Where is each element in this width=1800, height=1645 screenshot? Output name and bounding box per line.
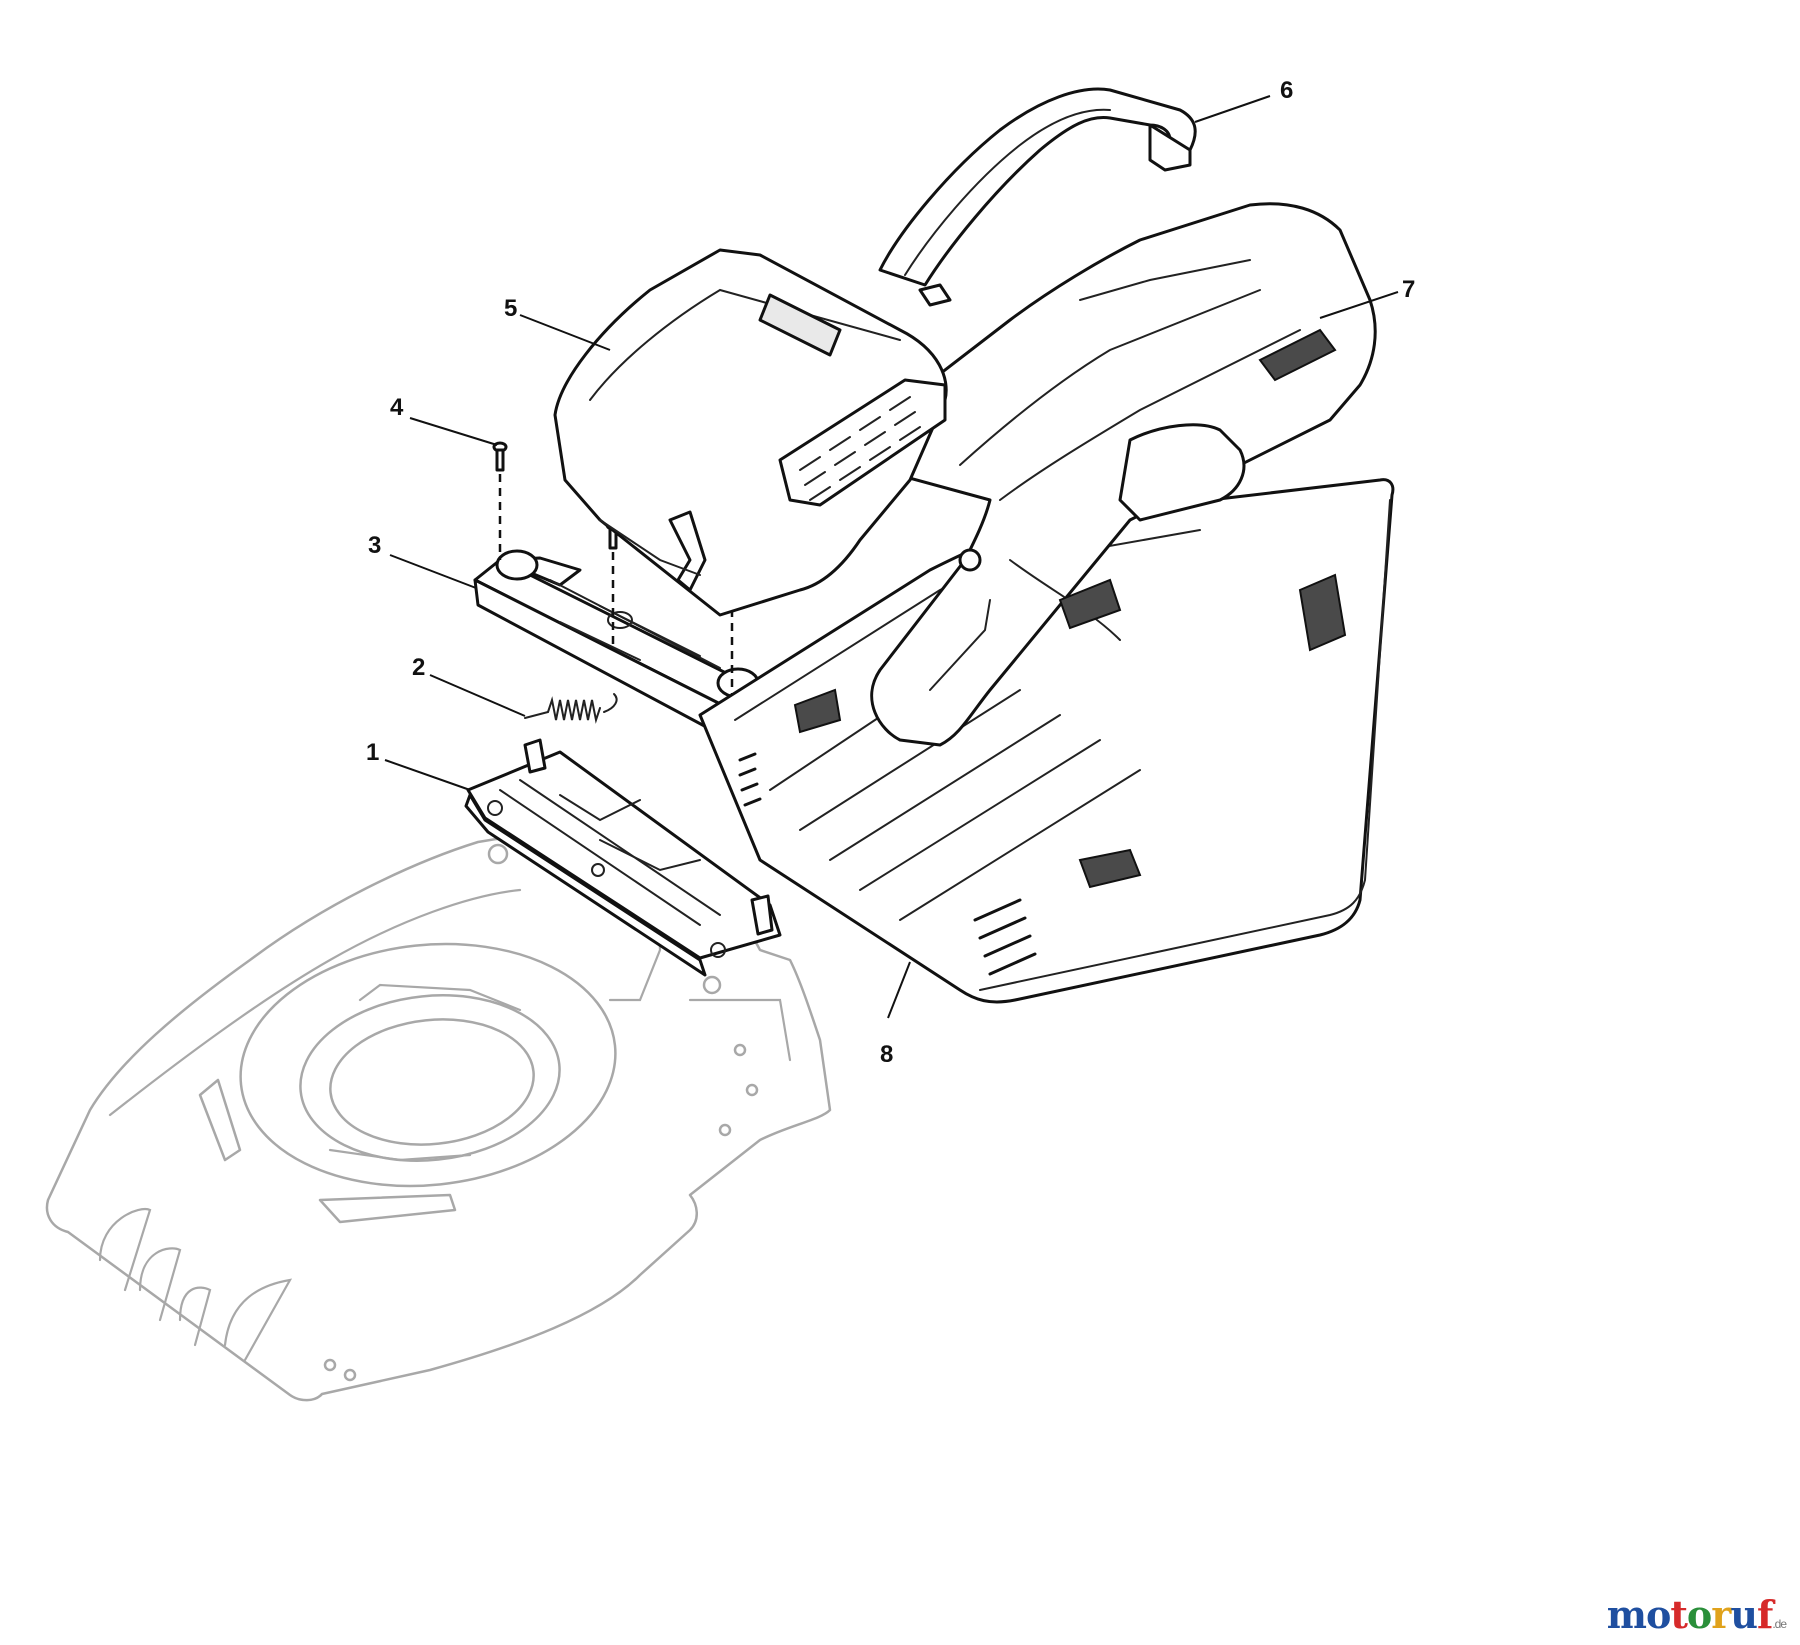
callout-5: 5 — [504, 295, 517, 322]
leader-1 — [384, 759, 471, 791]
leader-6 — [1194, 95, 1271, 123]
leader-2 — [429, 674, 526, 717]
callout-labels: 1 2 3 4 5 6 7 8 — [366, 77, 1415, 1068]
leader-lines — [384, 95, 1399, 1019]
callout-3: 3 — [368, 532, 381, 559]
leader-3 — [389, 554, 477, 589]
part-7-catcher-top — [870, 202, 1377, 747]
part-1-mounting-bracket — [464, 738, 782, 977]
mower-deck — [45, 834, 832, 1402]
watermark-text: motoruf — [1606, 1592, 1774, 1637]
part-2-spring — [524, 693, 618, 724]
watermark-logo: motoruf.de — [1606, 1592, 1787, 1637]
leader-4 — [409, 417, 498, 446]
callout-8: 8 — [880, 1041, 893, 1068]
callout-1: 1 — [366, 739, 379, 766]
part-5-lid — [553, 248, 948, 617]
callout-7: 7 — [1402, 276, 1415, 303]
part-6-handle — [878, 87, 1197, 307]
part-8-catcher-base — [698, 478, 1395, 1004]
callout-6: 6 — [1280, 77, 1293, 104]
leader-8 — [887, 961, 911, 1019]
leader-7 — [1319, 291, 1399, 319]
leader-5 — [519, 314, 611, 351]
callout-4: 4 — [390, 394, 404, 421]
callout-2: 2 — [412, 654, 425, 681]
watermark-suffix: .de — [1772, 1617, 1787, 1631]
